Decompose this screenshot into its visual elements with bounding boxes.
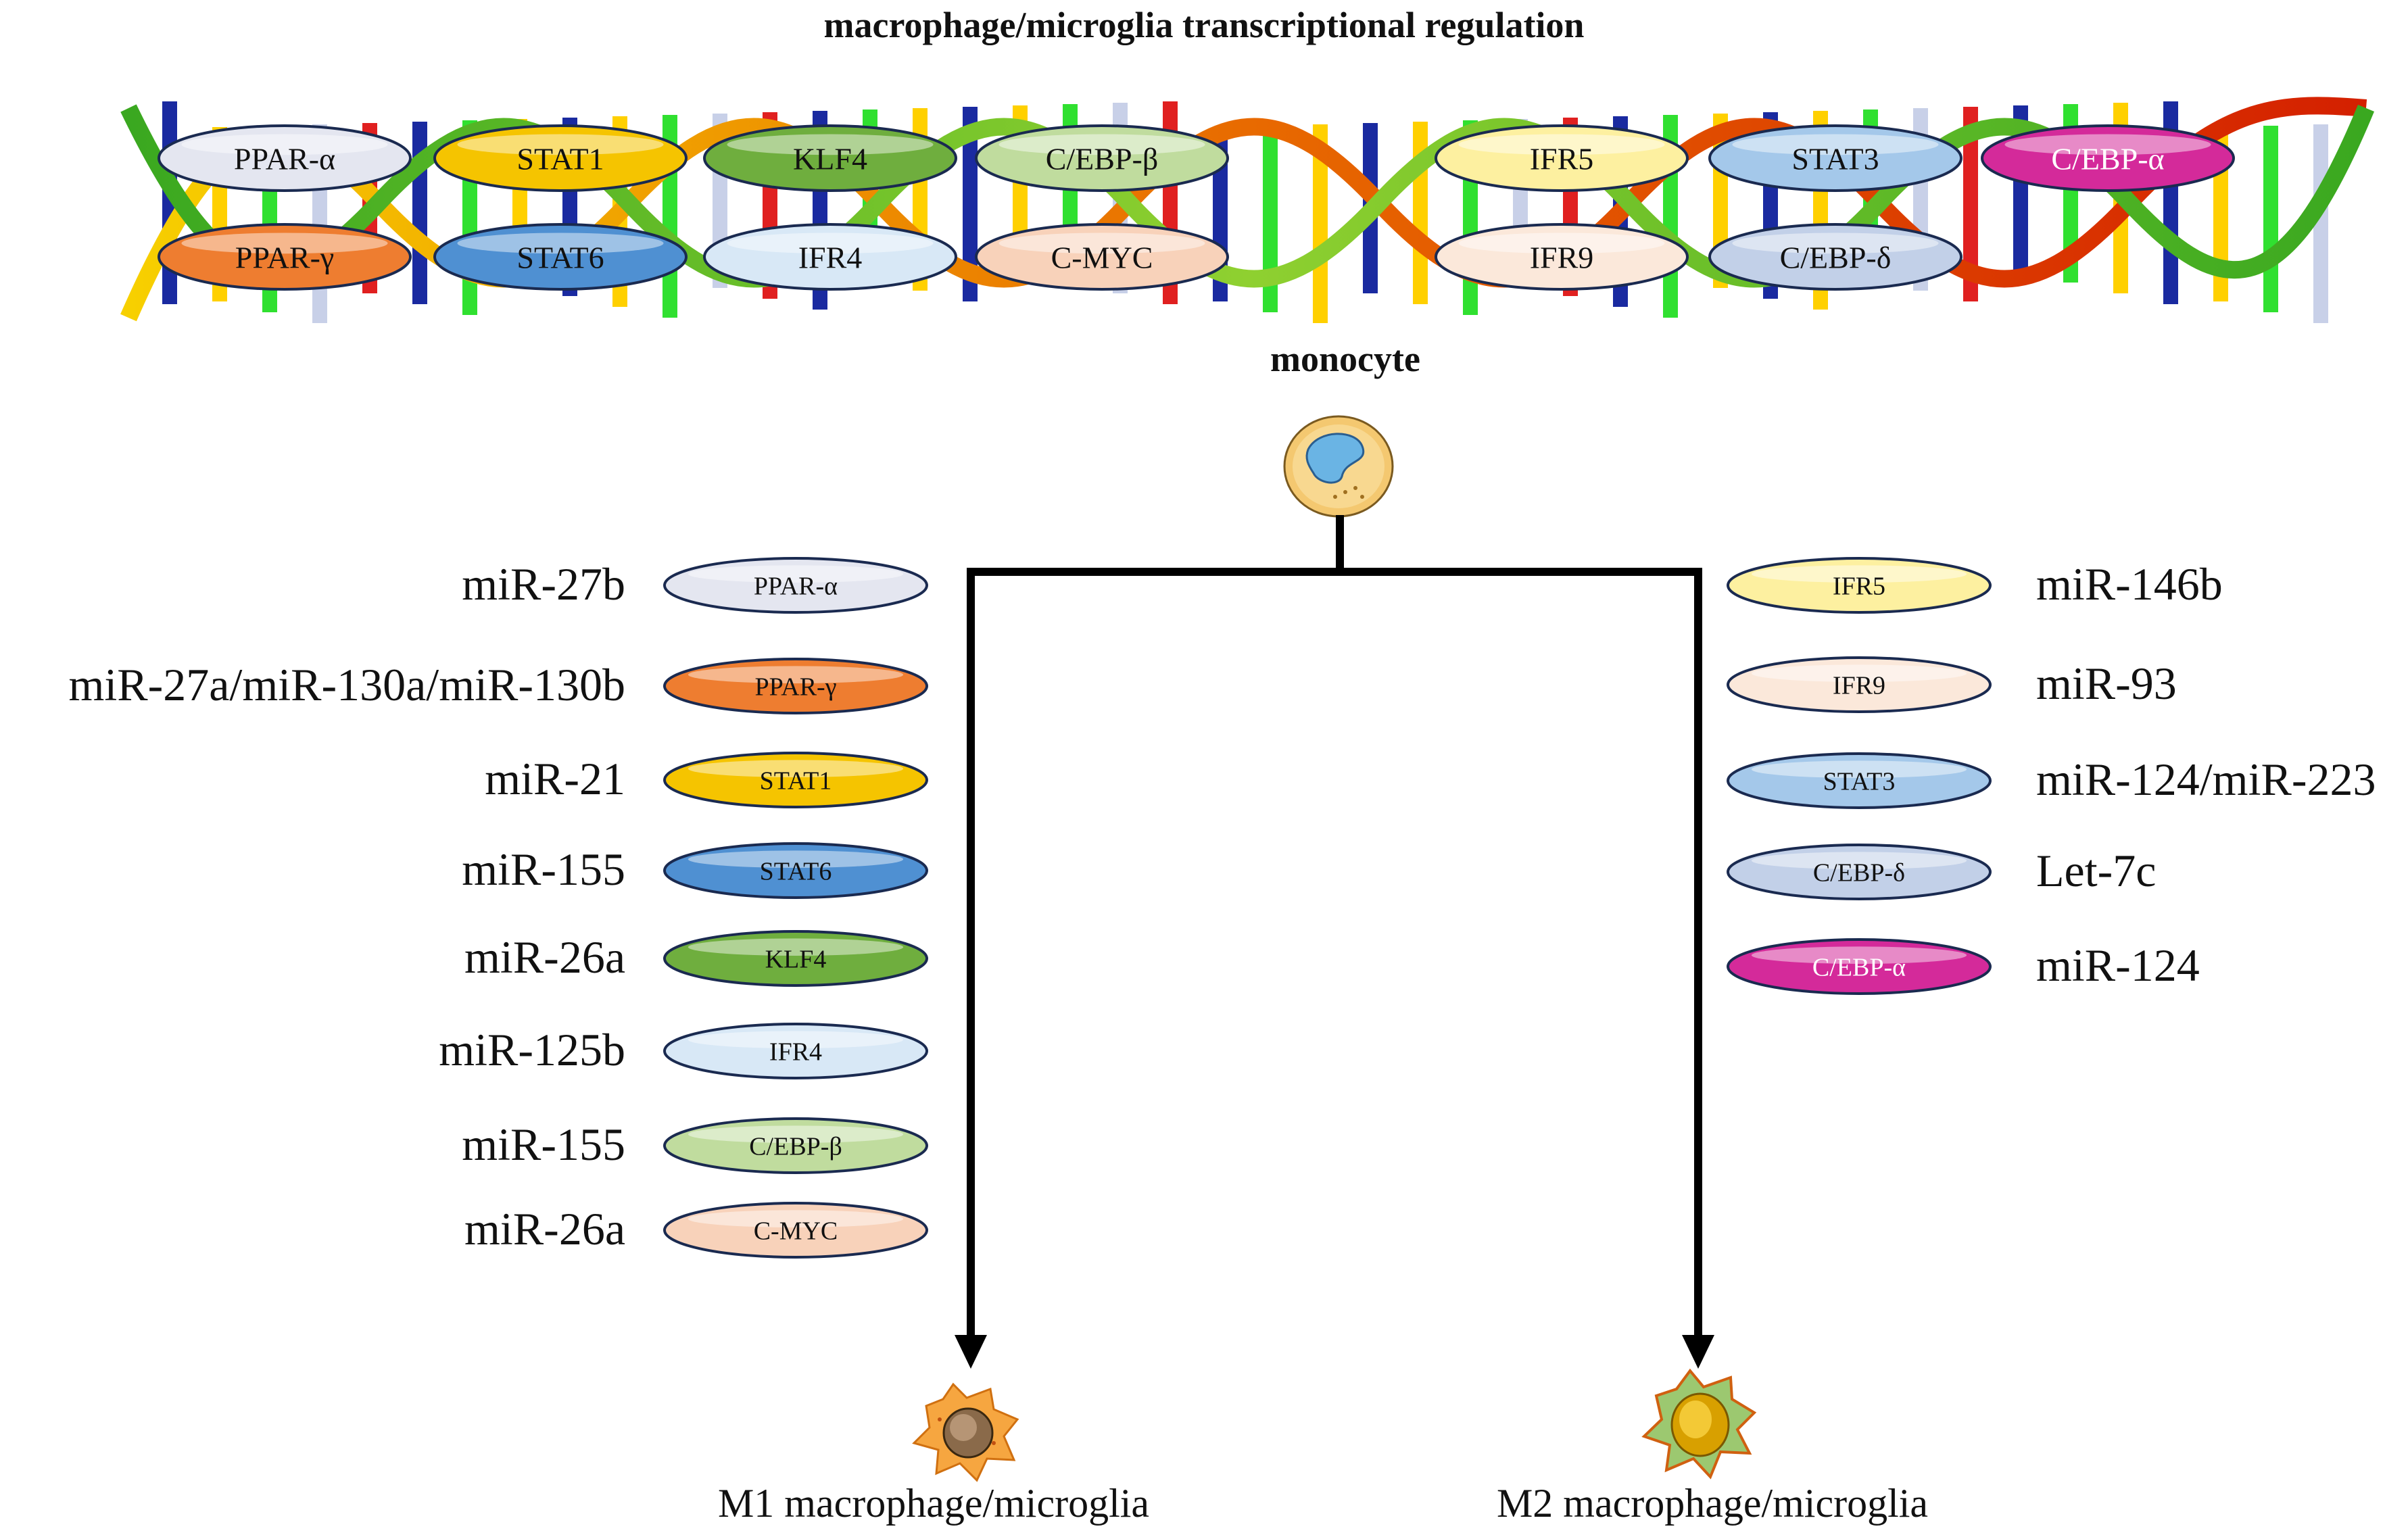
m2-factor-ifr5: IFR5 [1727, 557, 1992, 614]
m1-factor-stat1: STAT1 [663, 752, 928, 808]
dna-factor-klf4-label: KLF4 [793, 141, 867, 176]
m1-factor-stat6: STAT6 [663, 842, 928, 899]
dna-factor-ifr4-label: IFR4 [798, 240, 863, 274]
monocyte-icon [1283, 415, 1394, 518]
dna-factor-ppar-label: PPAR-α [234, 141, 335, 176]
m1-mirna-label: miR-21 [485, 753, 625, 804]
m2-mirna-label: Let-7c [2036, 845, 2157, 896]
m2-factor-c-ebp-label: C/EBP-δ [1813, 859, 1905, 887]
m1-factor-c-myc: C-MYC [663, 1202, 928, 1259]
dna-factor-stat3: STAT3 [1708, 124, 1962, 192]
dna-rung [1263, 126, 1278, 312]
m1-factor-c-ebp: C/EBP-β [663, 1117, 928, 1174]
dna-helix: PPAR-α STAT1 KLF4 C/EBP-β IFR5 STAT3 C/EBP-αPP… [120, 97, 2375, 323]
m2-mirna-label: miR-146b [2036, 558, 2223, 610]
m1-factor-klf4: KLF4 [663, 930, 928, 987]
monocyte-label: monocyte [1270, 339, 1420, 379]
m2-factor-stat3-label: STAT3 [1823, 768, 1896, 796]
m1-factor-ppar: PPAR-α [663, 557, 928, 614]
dna-strand-b [120, 104, 2375, 288]
m2-factor-ifr5-label: IFR5 [1833, 572, 1885, 601]
m2-cell-icon [1641, 1368, 1757, 1480]
dna-factor-c-myc: C-MYC [975, 223, 1229, 291]
dna-factor-stat1-label: STAT1 [516, 141, 604, 176]
dna-factor-ifr9-label: IFR9 [1530, 240, 1594, 274]
m2-factor-ifr9: IFR9 [1727, 656, 1992, 713]
m1-factor-stat1-label: STAT1 [760, 767, 832, 796]
dna-factor-ppar: PPAR-α [158, 124, 412, 192]
m1-arrow-head [955, 1335, 987, 1369]
m1-factor-c-myc-label: C-MYC [754, 1217, 838, 1246]
m2-factor-c-ebp: C/EBP-δ [1727, 844, 1992, 900]
m1-mirna-label: miR-27b [462, 558, 625, 610]
dna-factor-ifr5-label: IFR5 [1530, 141, 1594, 176]
m2-mirna-label: miR-93 [2036, 658, 2177, 709]
dna-factor-c-ebp: C/EBP-α [1981, 124, 2235, 192]
m2-arrow-head [1682, 1335, 1714, 1369]
m1-factor-ppar-label: PPAR-α [754, 572, 838, 601]
m1-factor-stat6-label: STAT6 [760, 858, 832, 886]
dna-rung [963, 107, 978, 301]
m1-factor-c-ebp-label: C/EBP-β [749, 1133, 842, 1161]
m1-mirna-label: miR-26a [464, 931, 625, 983]
m2-factor-c-ebp-label: C/EBP-α [1812, 954, 1906, 982]
dna-factor-ifr5: IFR5 [1435, 124, 1689, 192]
dna-factor-c-ebp-label: C/EBP-β [1046, 141, 1159, 176]
dna-factor-c-ebp-label: C/EBP-δ [1780, 240, 1892, 274]
dna-factor-ppar: PPAR-γ [158, 223, 412, 291]
m2-mirna-label: miR-124 [2036, 940, 2200, 991]
dna-factor-stat3-label: STAT3 [1791, 141, 1879, 176]
m1-factor-ppar-label: PPAR-γ [754, 673, 836, 702]
m2-factor-c-ebp: C/EBP-α [1727, 938, 1992, 995]
dna-rung [2313, 124, 2328, 323]
dna-factor-c-myc-label: C-MYC [1051, 240, 1153, 274]
m1-mirna-label: miR-155 [462, 844, 625, 895]
m1-mirna-label: miR-125b [439, 1024, 625, 1075]
m1-factor-ifr4-label: IFR4 [769, 1038, 822, 1067]
dna-factor-c-ebp: C/EBP-δ [1708, 223, 1962, 291]
dna-factor-c-ebp: C/EBP-β [975, 124, 1229, 192]
dna-rung [1313, 124, 1328, 323]
dna-factor-ppar-label: PPAR-γ [235, 240, 335, 274]
dna-factor-ifr4: IFR4 [703, 223, 957, 291]
dna-rung [1963, 107, 1978, 301]
m1-cell-icon [912, 1382, 1019, 1482]
dna-factor-c-ebp-label: C/EBP-α [2051, 141, 2164, 176]
m1-factor-ifr4: IFR4 [663, 1023, 928, 1079]
m1-factor-ppar: PPAR-γ [663, 658, 928, 714]
m1-label: M1 macrophage/microglia [717, 1481, 1150, 1526]
m1-mirna-label: miR-27a/miR-130a/miR-130b [68, 659, 625, 710]
dna-factor-stat6: STAT6 [433, 223, 688, 291]
dna-factor-stat1: STAT1 [433, 124, 688, 192]
diagram-title: macrophage/microglia transcriptional reg… [823, 5, 1585, 45]
m2-label: M2 macrophage/microglia [1496, 1481, 1929, 1526]
m2-factor-stat3: STAT3 [1727, 752, 1992, 809]
m1-factor-klf4-label: KLF4 [765, 946, 827, 974]
m2-factor-ifr9-label: IFR9 [1833, 672, 1885, 700]
dna-factor-ifr9: IFR9 [1435, 223, 1689, 291]
m2-mirna-label: miR-124/miR-223 [2036, 754, 2376, 805]
m1-mirna-label: miR-155 [462, 1119, 625, 1170]
dna-factor-klf4: KLF4 [703, 124, 957, 192]
m1-mirna-label: miR-26a [464, 1203, 625, 1254]
dna-factor-stat6-label: STAT6 [516, 240, 604, 274]
